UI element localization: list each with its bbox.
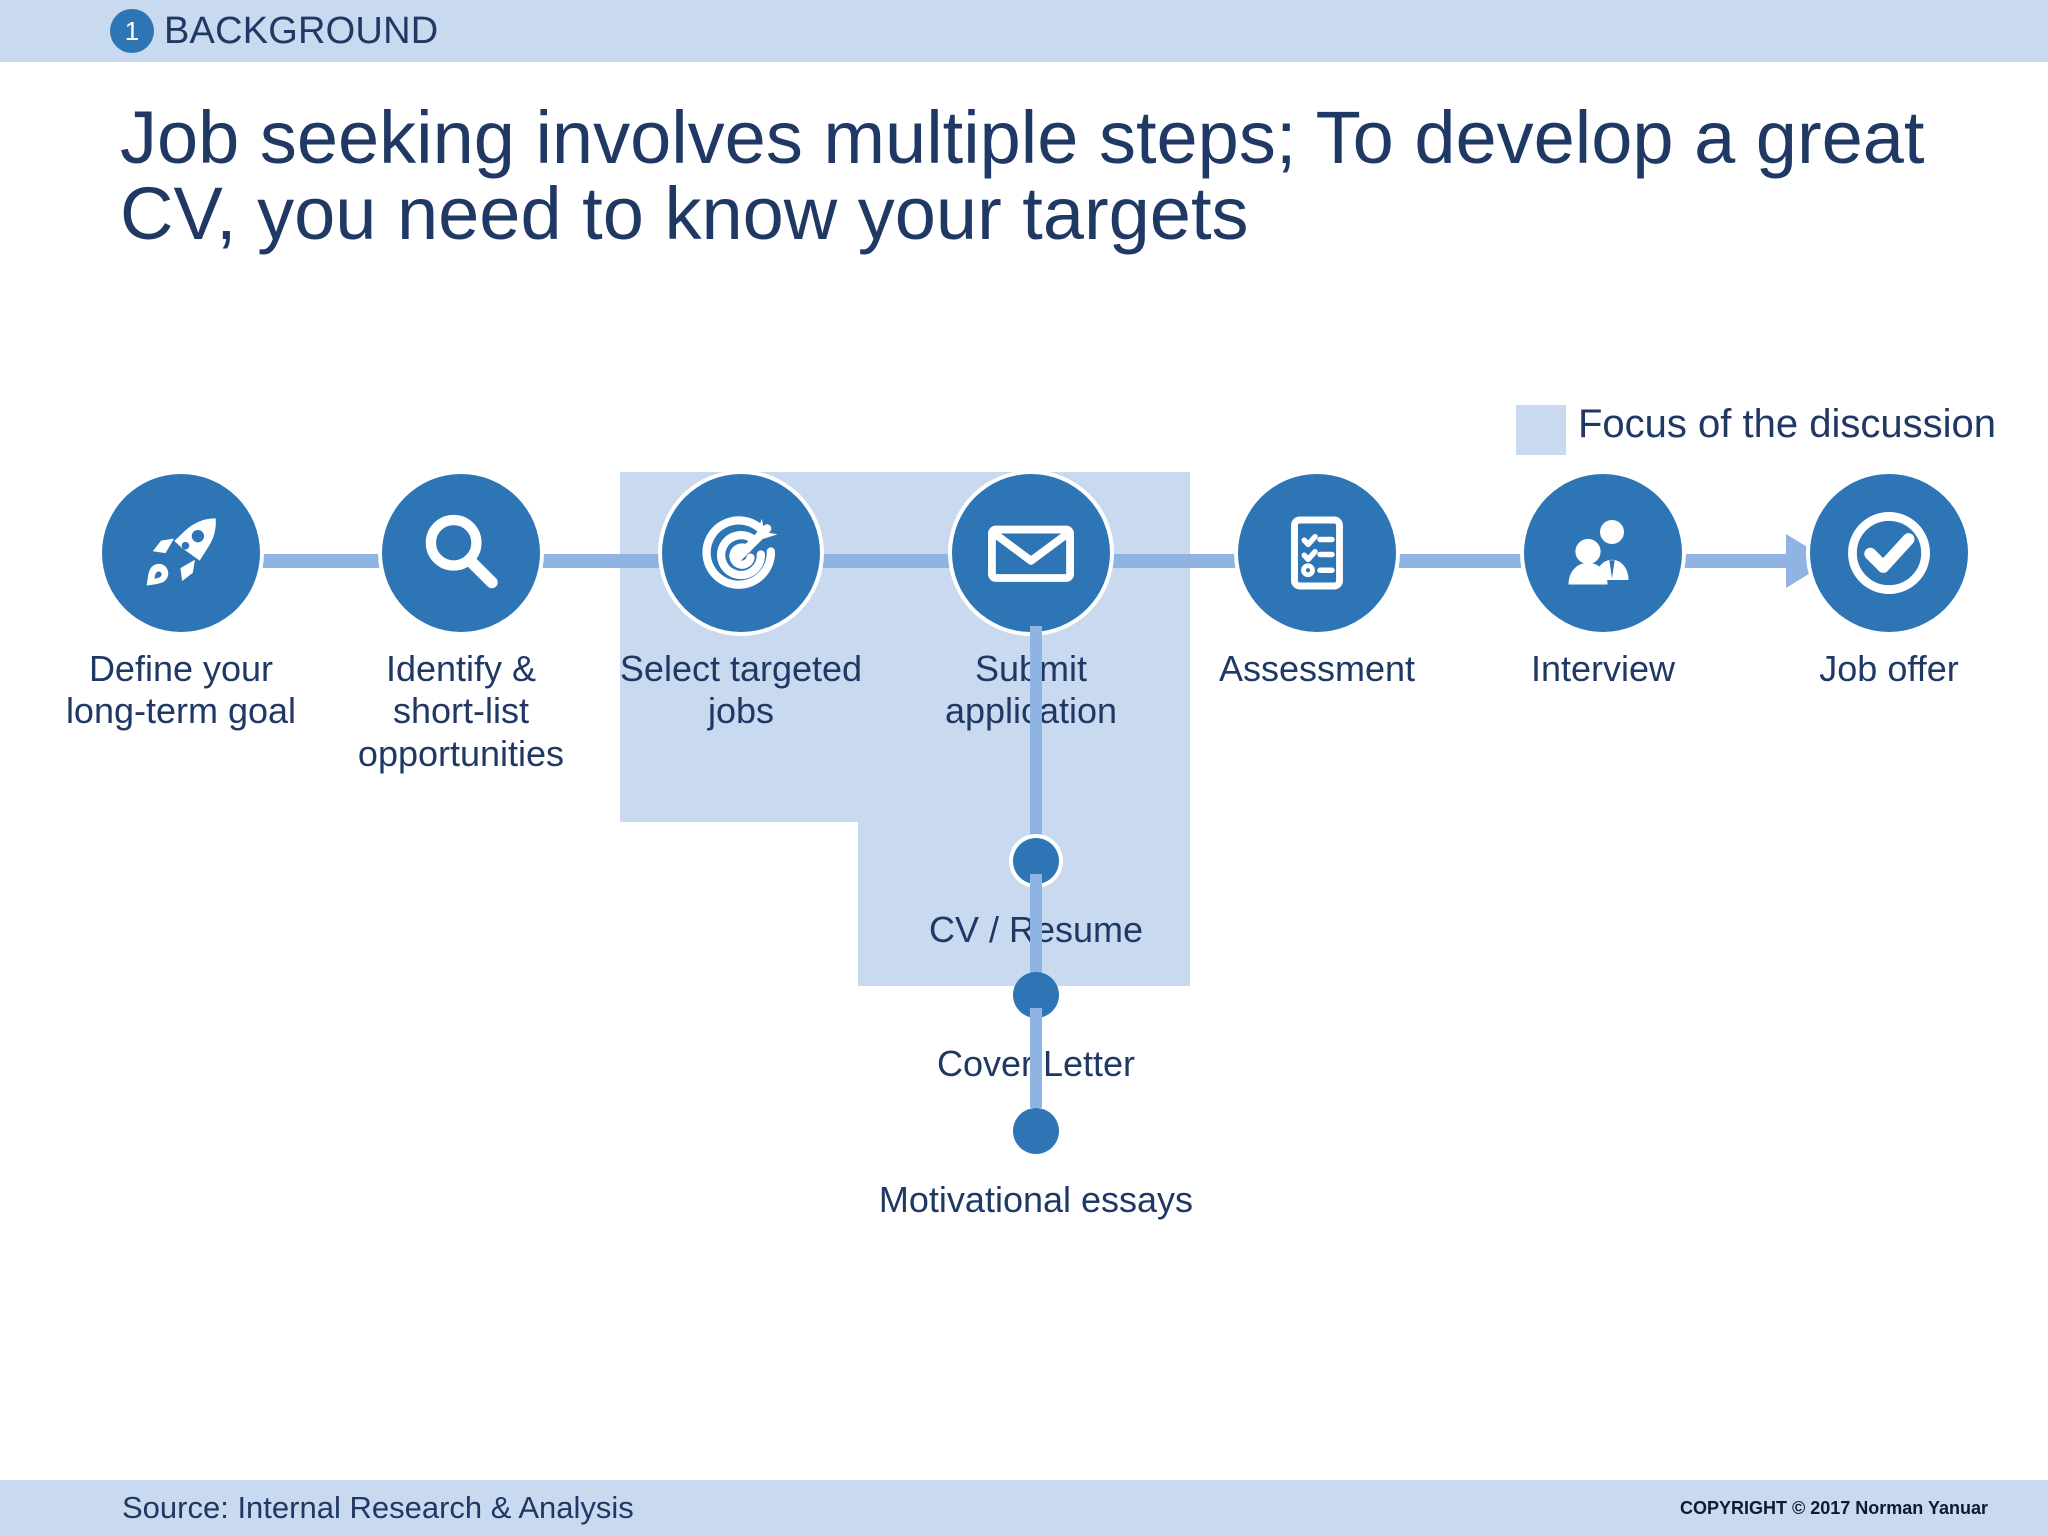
process-step-job-offer[interactable] [1810, 474, 1968, 632]
rocket-icon [134, 506, 228, 600]
envelope-icon [981, 503, 1081, 603]
section-header-bar: 1 BACKGROUND [0, 0, 2048, 62]
branch-rail-1 [1030, 626, 1042, 848]
footer-bar: Source: Internal Research & Analysis COP… [0, 1480, 2048, 1536]
interview-icon [1555, 505, 1651, 601]
process-step-select-targeted-jobs[interactable] [662, 474, 820, 632]
process-step-assessment[interactable] [1238, 474, 1396, 632]
footer-divider [0, 1477, 2048, 1480]
process-step-identify-shortlist[interactable] [382, 474, 540, 632]
branch-rail-2 [1030, 874, 1042, 976]
copyright-note: COPYRIGHT © 2017 Norman Yanuar [1679, 1497, 1988, 1518]
process-step-label-1: Identify & short-list opportunities [357, 648, 565, 774]
branch-rail-3 [1030, 1008, 1042, 1108]
legend-swatch [1516, 405, 1566, 455]
process-step-submit-application[interactable] [952, 474, 1110, 632]
branch-label-2: Motivational essays [878, 1179, 1194, 1220]
check-circle-icon [1837, 501, 1941, 605]
process-step-define-goal[interactable] [102, 474, 260, 632]
process-step-label-2: Select targeted jobs [619, 648, 863, 732]
branch-node-2[interactable] [1013, 1108, 1059, 1154]
target-icon [692, 504, 790, 602]
process-step-label-6: Job offer [1819, 648, 1959, 689]
process-step-label-4: Assessment [1218, 648, 1416, 689]
section-title: BACKGROUND [164, 10, 439, 52]
section-number-badge: 1 [110, 9, 154, 53]
source-note: Source: Internal Research & Analysis [122, 1490, 634, 1525]
page-title: Job seeking involves multiple steps; To … [120, 96, 1925, 256]
process-step-interview[interactable] [1524, 474, 1682, 632]
process-step-label-0: Define your long-term goal [65, 648, 297, 732]
magnifier-icon [414, 506, 508, 600]
legend-label: Focus of the discussion [1578, 402, 1996, 446]
process-step-label-5: Interview [1530, 648, 1676, 689]
checklist-icon [1269, 505, 1365, 601]
